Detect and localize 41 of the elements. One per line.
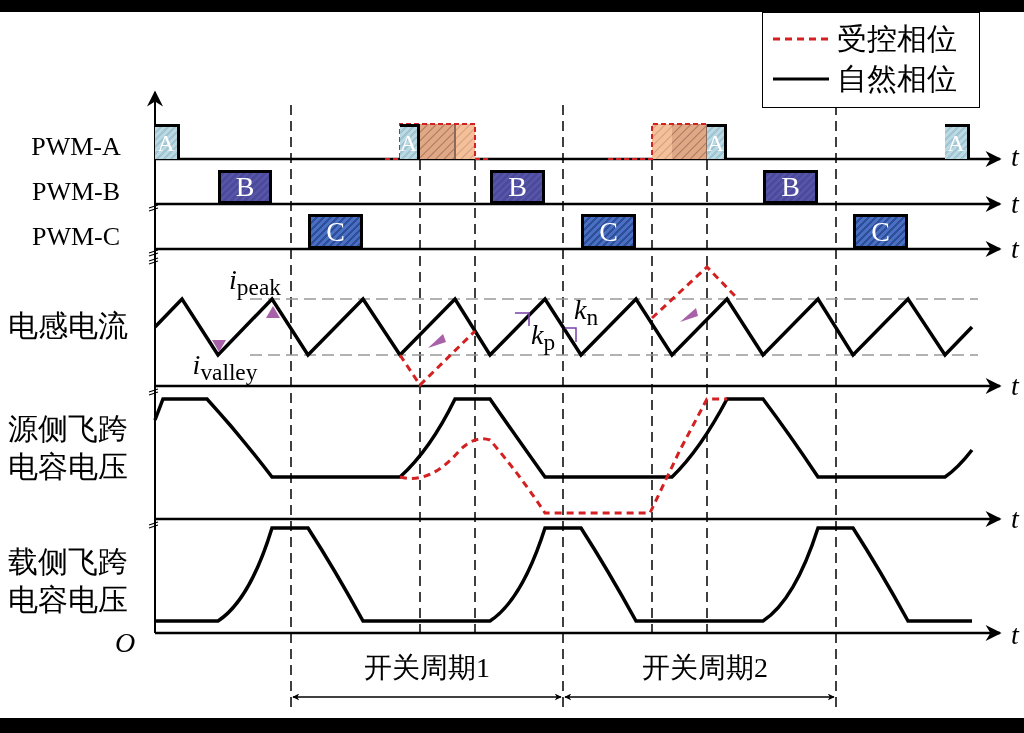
period-label: 开关周期2 — [642, 652, 768, 684]
waveform-name: 源侧飞跨电容电压 — [8, 410, 128, 484]
slope-label: k$_{p}$ — [530, 319, 556, 357]
pulse-box — [763, 170, 818, 204]
period-label: 开关周期1 — [364, 652, 490, 684]
waveform-name: 载侧飞跨电容电压 — [8, 543, 128, 617]
pulse-box — [218, 170, 272, 204]
pulse-label: A — [947, 131, 965, 155]
waveform-name: 电感电流 — [8, 308, 128, 342]
pulse-box — [490, 170, 545, 204]
pulse-box — [853, 214, 908, 249]
signal-name: PWM-A — [31, 132, 121, 162]
signal-name: PWM-C — [31, 222, 121, 252]
pulse-box — [581, 214, 636, 249]
legend-text: 受控相位 — [837, 21, 957, 57]
pulse-label: C — [599, 217, 618, 246]
pulse-box — [945, 124, 970, 159]
axis-label: t — [1011, 188, 1019, 220]
pulse-label: C — [326, 217, 345, 246]
peak-current-label: i$_{peak}$ — [229, 264, 281, 302]
signal-name: PWM-B — [31, 177, 121, 207]
origin-label: O — [114, 627, 136, 659]
pulse-label: A — [399, 131, 418, 155]
pulse-box — [308, 214, 363, 249]
pulse-label: B — [508, 173, 527, 201]
pulse-label: C — [871, 217, 890, 246]
slope-label: k$_{n}$ — [573, 294, 599, 332]
pulse-box — [707, 124, 727, 159]
valley-current-label: i$_{valley}$ — [192, 349, 258, 387]
axis-label: t — [1011, 619, 1019, 651]
axis-label: t — [1011, 233, 1019, 265]
axis-label: t — [1011, 141, 1019, 173]
pulse-box — [155, 124, 180, 159]
pulse-label: A — [157, 131, 175, 155]
pulse-label: A — [706, 131, 725, 155]
axis-label: t — [1011, 503, 1019, 535]
pulse-label: B — [781, 173, 800, 201]
pulse-box — [400, 124, 420, 159]
axis-label: t — [1011, 370, 1019, 402]
pulse-label: B — [235, 173, 255, 201]
legend-text: 自然相位 — [837, 61, 957, 97]
